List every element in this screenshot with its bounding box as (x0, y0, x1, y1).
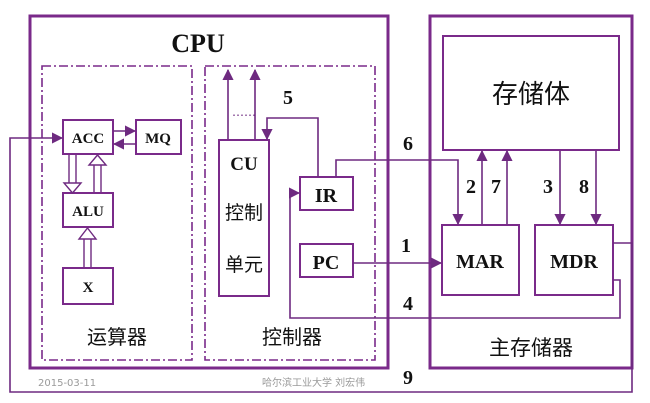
acc-label: ACC (72, 131, 105, 147)
mq-label: MQ (145, 131, 171, 147)
step-number-2: 2 (466, 176, 476, 198)
alu-section-label: 运算器 (87, 325, 147, 349)
storage-label: 存储体 (492, 80, 570, 110)
cpu-frame (28, 14, 390, 370)
cpu-title: CPU (171, 29, 225, 58)
pc-label: PC (313, 252, 340, 274)
alu-to-acc-arrow (87, 153, 108, 192)
ir-label: IR (315, 185, 338, 207)
cu-signal-ellipsis: …… (232, 105, 256, 119)
acc-to-alu-arrow (62, 155, 83, 195)
step-number-4: 4 (403, 293, 413, 315)
alu-section-frame (41, 65, 193, 361)
step-number-6: 6 (403, 133, 413, 155)
mdr-to-acc-path (9, 132, 633, 393)
x-to-alu-arrow (77, 226, 98, 267)
acc-register (62, 119, 114, 155)
step-number-5: 5 (283, 87, 293, 109)
step-number-3: 3 (543, 176, 553, 198)
cu-box (218, 139, 270, 297)
x-register (62, 267, 114, 305)
cu-control-text: 控制 (225, 202, 263, 224)
ir-to-mar-path (335, 159, 464, 226)
control-section-label: 控制器 (262, 325, 322, 349)
x-label: X (83, 280, 94, 296)
control-section-frame (204, 65, 376, 361)
storage-body (442, 35, 620, 151)
main-memory-label: 主存储器 (489, 336, 573, 360)
ir-to-cu-path (261, 117, 319, 177)
alu-unit (62, 192, 114, 228)
pc-register (299, 243, 354, 278)
alu-label: ALU (72, 204, 104, 220)
mdr-label: MDR (550, 251, 598, 273)
step-number-8: 8 (579, 176, 589, 198)
main-memory-frame (428, 14, 634, 370)
step-number-9: 9 (403, 367, 413, 389)
step-number-7: 7 (491, 176, 501, 198)
cu-label: CU (230, 154, 258, 175)
step-number-1: 1 (401, 235, 411, 257)
mar-label: MAR (456, 251, 504, 273)
cu-unit-text: 单元 (225, 254, 263, 276)
mq-register (135, 119, 182, 155)
footer-source: 哈尔滨工业大学 刘宏伟 (262, 376, 365, 389)
mdr-to-ir-path (288, 187, 621, 319)
footer-date: 2015-03-11 (38, 378, 96, 389)
mdr-register (534, 224, 614, 296)
